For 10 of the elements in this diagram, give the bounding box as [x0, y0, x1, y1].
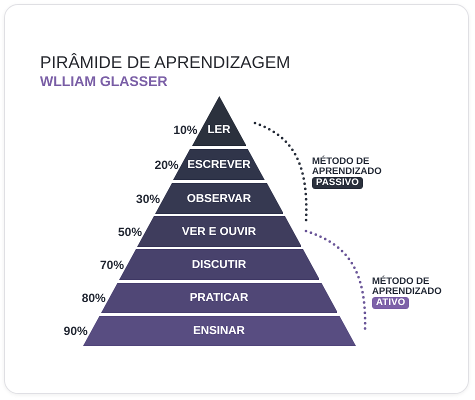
method-heading: MÉTODO DE APRENDIZADO — [312, 157, 383, 176]
percentage-label: 50% — [118, 224, 142, 238]
percentage-label: 20% — [154, 158, 179, 172]
subtitle: WLLIAM GLASSER — [40, 73, 168, 89]
method-heading: MÉTODO DE APRENDIZADO — [372, 277, 443, 296]
method-tag: PASSIVO — [312, 177, 363, 189]
title: PIRÂMIDE DE APRENDIZAGEM — [40, 53, 290, 73]
percentage-label: 10% — [173, 123, 198, 137]
method-tag: ATIVO — [372, 297, 410, 309]
percentage-label: 70% — [100, 258, 124, 272]
